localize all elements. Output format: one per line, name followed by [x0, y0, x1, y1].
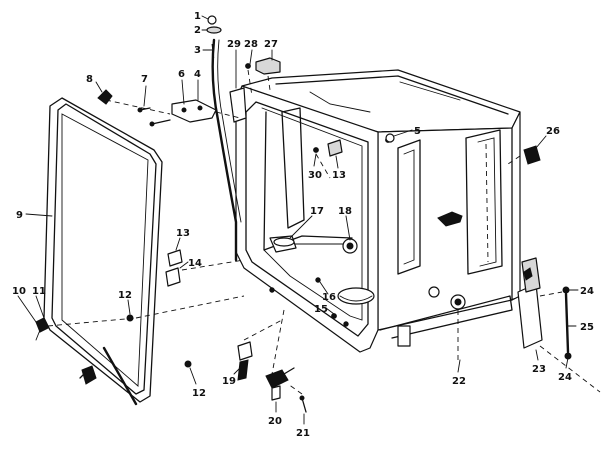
callout-16: 16 [322, 292, 336, 303]
callout-5: 5 [414, 126, 421, 137]
parts-10-11 [35, 317, 49, 341]
callout-19: 19 [222, 376, 236, 387]
callout-8: 8 [86, 74, 93, 85]
callout-1: 1 [194, 11, 201, 22]
part-30-and-13 [313, 139, 343, 157]
screw-21 [299, 395, 307, 413]
callout-21: 21 [296, 428, 310, 439]
callout-24a: 24 [580, 286, 594, 297]
callout-26: 26 [546, 126, 560, 137]
callout-7: 7 [141, 74, 148, 85]
callout-24b: 24 [558, 372, 572, 383]
door-gasket [43, 97, 163, 403]
callout-28: 28 [244, 39, 258, 50]
part-16-15 [315, 277, 337, 319]
callout-6: 6 [178, 69, 185, 80]
grommet-18 [342, 238, 358, 254]
leader-lines [17, 15, 579, 425]
callout-10: 10 [12, 286, 26, 297]
callout-3: 3 [194, 45, 201, 56]
screw-7 [137, 107, 151, 113]
alignment-lines [47, 43, 601, 395]
callout-2: 2 [194, 25, 201, 36]
callout-17: 17 [310, 206, 324, 217]
callout-18: 18 [338, 206, 352, 217]
callout-13a: 13 [332, 170, 346, 181]
spray-arm-17 [269, 235, 297, 253]
callout-9: 9 [16, 210, 23, 221]
screw-12b [184, 360, 192, 368]
hinge-bracket [149, 99, 217, 127]
bottom-loose-parts [79, 346, 138, 406]
callout-29: 29 [227, 39, 241, 50]
front-plate [397, 325, 411, 347]
strike-button [97, 89, 113, 105]
part-5 [385, 133, 395, 143]
part-20 [265, 367, 295, 401]
tub-assembly [235, 69, 521, 353]
clips-13-14 [165, 249, 183, 287]
callout-23: 23 [532, 364, 546, 375]
part-26-latch [523, 145, 541, 165]
callout-20: 20 [268, 416, 282, 427]
side-clip-29 [229, 87, 247, 123]
vent-cap [206, 15, 222, 34]
callout-12a: 12 [118, 290, 132, 301]
grommet-22 [428, 286, 466, 310]
callout-4: 4 [194, 69, 201, 80]
sump-opening [337, 287, 375, 305]
callout-14: 14 [188, 258, 202, 269]
callout-12b: 12 [192, 388, 206, 399]
callout-27: 27 [264, 39, 278, 50]
callout-labels: 1 2 3 29 28 27 8 7 6 4 5 26 30 13 9 17 1… [12, 11, 594, 439]
rod-25 [562, 286, 572, 360]
callout-30: 30 [308, 170, 322, 181]
latch-bracket-23 [517, 257, 543, 349]
part-19 [237, 341, 253, 381]
vent-part-28-27 [229, 57, 281, 123]
callout-22: 22 [452, 376, 466, 387]
fill-tube [211, 38, 242, 262]
callout-25: 25 [580, 322, 594, 333]
callout-15: 15 [314, 304, 328, 315]
callout-13b: 13 [176, 228, 190, 239]
callout-11: 11 [32, 286, 46, 297]
